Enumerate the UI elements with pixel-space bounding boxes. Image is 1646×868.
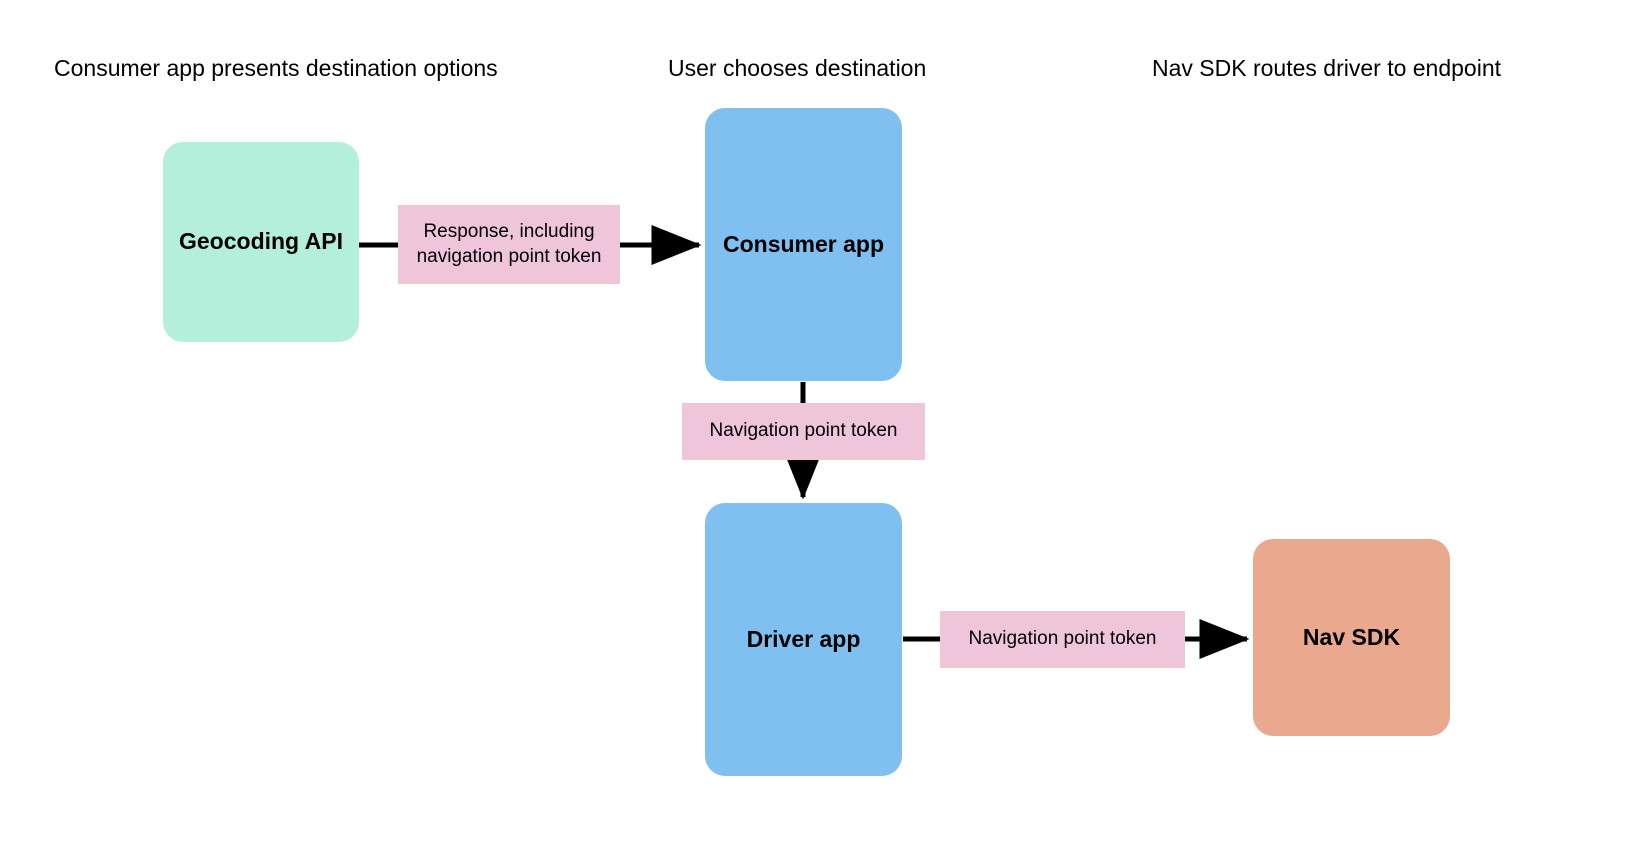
edge-label-consumer-driver-text: Navigation point token bbox=[709, 420, 898, 442]
node-geocoding-api[interactable]: Geocoding API bbox=[163, 142, 359, 342]
column-header-nav-routes: Nav SDK routes driver to endpoint bbox=[1152, 55, 1502, 81]
column-header-consumer-options: Consumer app presents destination option… bbox=[54, 55, 498, 81]
node-label-consumer-app: Consumer app bbox=[722, 230, 885, 257]
edge-label-driver-navsdk: Navigation point token bbox=[940, 611, 1185, 668]
node-consumer-app[interactable]: Consumer app bbox=[705, 108, 902, 381]
node-label-geocoding-api: Geocoding API bbox=[179, 228, 343, 255]
node-label-nav-sdk: Nav SDK bbox=[1302, 623, 1401, 650]
column-header-user-chooses: User chooses destination bbox=[668, 55, 927, 81]
node-nav-sdk[interactable]: Nav SDK bbox=[1253, 539, 1450, 736]
node-driver-app[interactable]: Driver app bbox=[705, 503, 902, 776]
edge-label-response-text: Response, including navigation point tok… bbox=[416, 220, 602, 267]
edge-label-response: Response, including navigation point tok… bbox=[398, 205, 620, 284]
edge-label-consumer-driver: Navigation point token bbox=[682, 403, 925, 460]
node-label-driver-app: Driver app bbox=[746, 625, 861, 652]
edge-label-driver-navsdk-text: Navigation point token bbox=[968, 628, 1157, 650]
